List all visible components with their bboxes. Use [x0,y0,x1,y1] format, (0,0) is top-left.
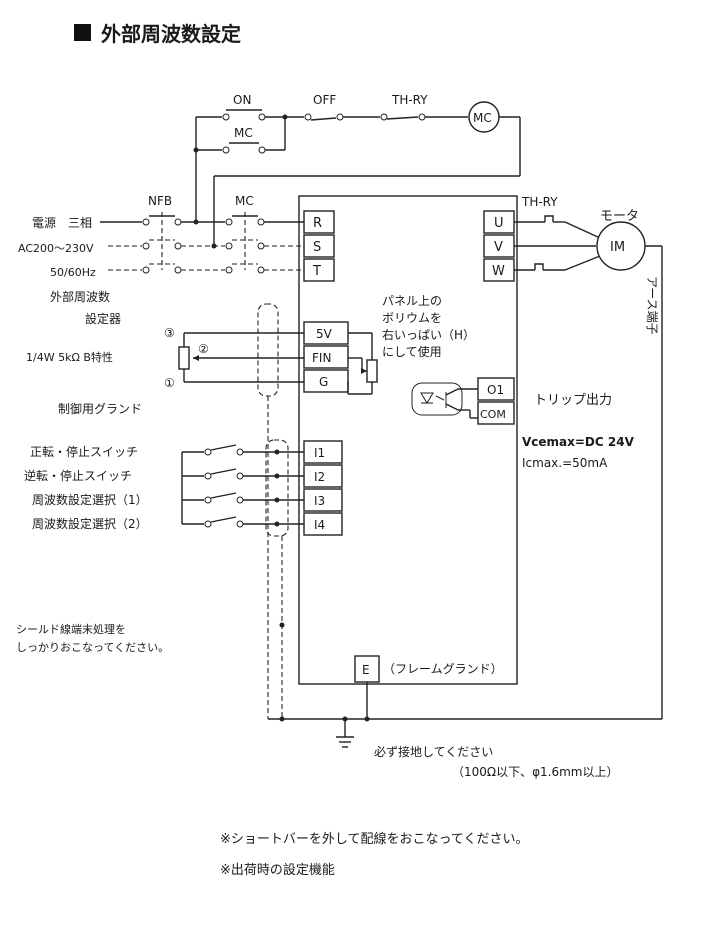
terminal-i2 [303,464,343,488]
input-terminal-block: R S T [303,210,335,282]
control-ground-label: 制御用グランド [58,401,142,416]
terminal-i4 [303,512,343,536]
shield-drain [267,396,285,719]
terminal-i3-label: I3 [314,494,325,508]
shield-note-1: シールド線端末処理を [16,622,126,636]
power-voltage-label: AC200～230V [18,242,94,255]
footnote-1: ※ショートバーを外して配線をおこなってください。 [220,831,528,847]
terminal-i1-label: I1 [314,446,325,460]
earth-note-2: （100Ω以下、φ1.6mm以上） [452,765,618,779]
panel-note-4: にして使用 [382,344,442,359]
frame-ground-label: （フレームグランド） [383,662,503,676]
switch-label-3: 周波数設定選択（1） [32,492,148,507]
motor-label: モータ [600,209,639,224]
frequency-setting-section: 外部周波数 設定器 ③ ② ① 1/4W 5kΩ B特性 5V FIN G [26,289,475,416]
pot-pin-2: ② [198,342,209,356]
trip-output-label: トリップ出力 [534,393,612,408]
motor-im-label: IM [610,240,625,255]
switch-label-2: 逆転・停止スイッチ [24,468,132,483]
power-input: 電源 三相 AC200～230V 50/60Hz NFB MC [18,194,304,279]
terminal-r-label: R [313,216,322,231]
terminal-com [477,401,515,425]
terminal-g-label: G [319,375,328,389]
off-label: OFF [313,93,336,107]
title-square-icon [74,24,91,41]
terminal-com-label: COM [480,408,506,421]
potentiometer-symbol [178,346,190,370]
mc-coil-label: MC [473,111,492,125]
power-frequency-label: 50/60Hz [50,266,96,279]
terminal-w-label: W [492,264,505,279]
terminal-o1 [477,377,515,401]
terminal-i1 [303,440,343,464]
shield-note-2: しっかりおこなってください。 [16,641,169,654]
terminal-e [354,655,380,683]
switch-label-4: 周波数設定選択（2） [32,516,148,531]
terminal-fin [303,345,349,369]
footnote-2: ※出荷時の設定機能 [220,862,335,878]
inverter-enclosure [298,195,518,685]
terminal-s-label: S [313,240,321,255]
nfb-label: NFB [148,194,172,208]
mc-contact-label: MC [234,126,253,140]
mc-main-label: MC [235,194,254,208]
ground-section: E （フレームグランド） 必ず接地してください （100Ω以下、φ1.6mm以上… [268,655,662,779]
terminal-i3 [303,488,343,512]
earth-terminal-label: アース端子 [645,276,659,335]
power-source-label: 電源 三相 [32,216,92,230]
pot-pin-3: ③ [164,326,175,340]
panel-note-2: ボリウムを [382,311,442,325]
control-circuit: ON OFF TH-RY MC MC [193,93,521,245]
earth-note-1: 必ず接地してください [374,744,493,759]
terminal-u-label: U [494,216,504,231]
terminal-fin-label: FIN [312,351,331,365]
motor-section: TH-RY モータ IM アース端子 [514,195,663,719]
panel-note-1: パネル上の [382,294,442,308]
pot-title-1: 外部周波数 [50,289,110,304]
output-terminal-block: U V W [483,210,515,282]
trip-output: O1 COM トリップ出力 Vcemax=DC 24V Icmax.=50mA [411,377,635,470]
terminal-i4-label: I4 [314,518,325,532]
terminal-5v-label: 5V [316,327,333,341]
trip-spec-1: Vcemax=DC 24V [522,435,635,449]
pot-title-2: 設定器 [85,311,121,326]
panel-potentiometer [366,359,378,383]
input-switches: 正転・停止スイッチ 逆転・停止スイッチ 周波数設定選択（1） 周波数設定選択（2… [24,439,343,537]
panel-note-3: 右いっぱい（H） [382,327,475,342]
switch-label-1: 正転・停止スイッチ [30,444,138,459]
terminal-i2-label: I2 [314,470,325,484]
terminal-e-label: E [362,663,370,677]
photocoupler [411,382,463,416]
pot-spec: 1/4W 5kΩ B特性 [26,350,113,364]
terminal-t-label: T [312,264,321,279]
terminal-t [303,258,335,282]
terminal-o1-label: O1 [487,383,504,397]
control-th-ry-label: TH-RY [391,93,428,107]
terminal-v-label: V [494,240,503,255]
page-title: 外部周波数設定 [101,22,241,46]
on-label: ON [233,93,251,107]
terminal-s [303,234,335,258]
pot-pin-1: ① [164,376,175,390]
trip-spec-2: Icmax.=50mA [522,456,608,470]
motor-th-ry-label: TH-RY [521,195,558,209]
